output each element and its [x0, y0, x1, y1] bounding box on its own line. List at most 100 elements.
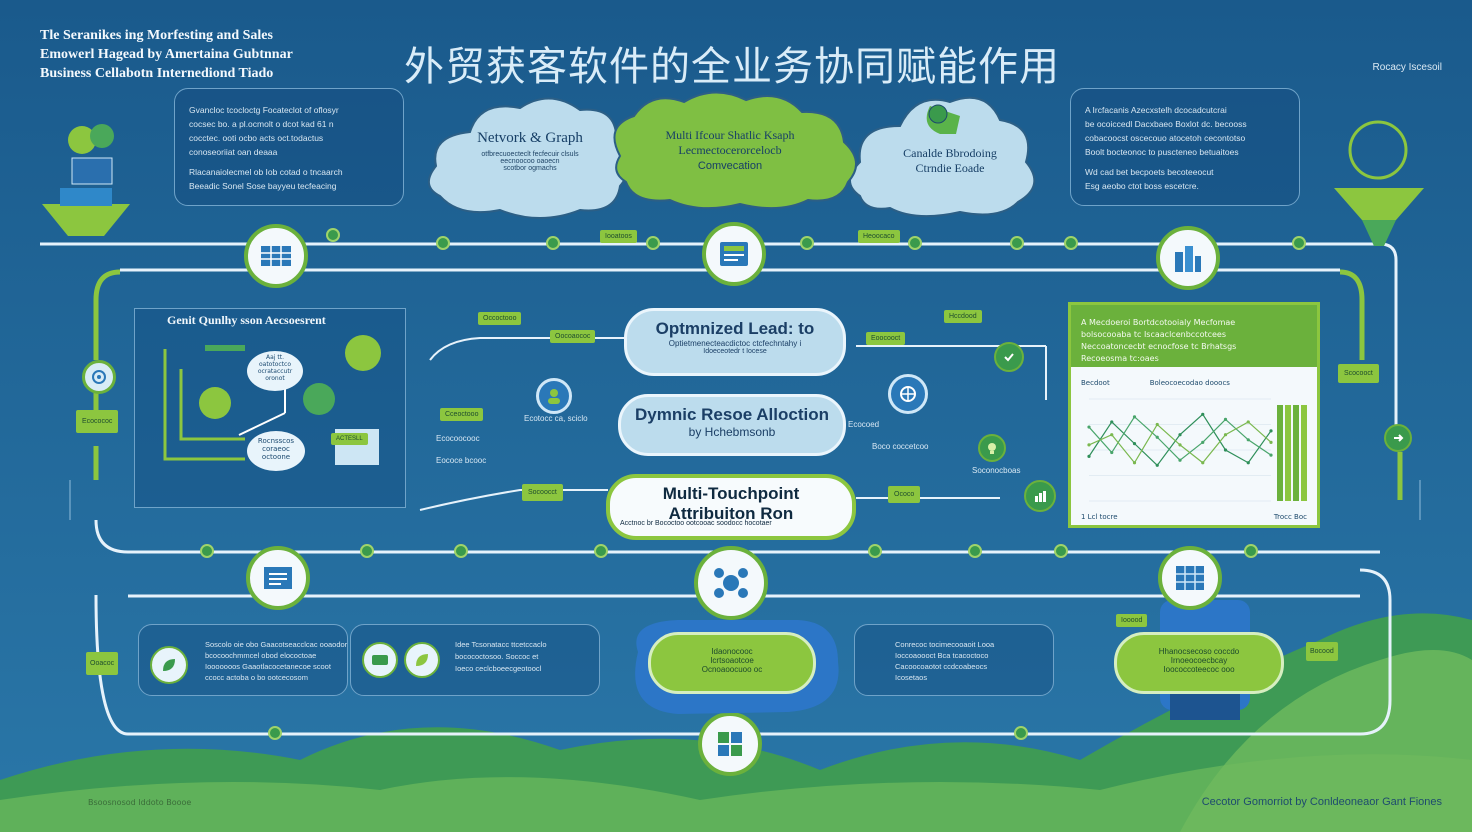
leaf-icon — [416, 654, 428, 666]
chart-side-bar — [1301, 405, 1307, 501]
side-label: Ecocoocooc — [436, 434, 480, 443]
flow-tag: Ococo — [888, 486, 921, 503]
node-small-green[interactable] — [978, 434, 1006, 462]
connector-dot — [800, 236, 814, 250]
side-label: Ecocoed — [848, 420, 880, 429]
cloud-right-title: Canalde Bbrodoing — [903, 146, 997, 160]
cloud-middle-title: Lecmectocerorcelocb — [678, 143, 782, 157]
panel-line: cocctec. ooti ocbo acts oct.todactus — [189, 133, 324, 143]
pill-sub: by Hchebmsonb — [688, 425, 776, 439]
flow-tag: Iooood — [1116, 614, 1148, 627]
target-icon — [92, 370, 106, 384]
chart-point — [1269, 453, 1273, 457]
panel-line: Beeadic Sonel Sose bayyeu tecfeacing — [189, 181, 337, 191]
buildings-icon — [1175, 246, 1201, 272]
chart-point — [1132, 442, 1137, 446]
chart-point — [1178, 458, 1182, 462]
node-dashboard[interactable] — [702, 222, 766, 286]
pill-title: Optmnized Lead: to — [655, 319, 815, 338]
bubble-line: coraeoc — [262, 445, 290, 453]
node-buildings[interactable] — [1156, 226, 1220, 290]
check-icon — [1004, 353, 1014, 362]
top-left-panel: Gvancloc tcocloctg Focateclot of oflosyr… — [174, 88, 404, 206]
pill-sub: Acctnoc br Bococtoo ootcooac soodocc hoc… — [620, 520, 772, 527]
flow-tag: Oocoaococ — [550, 330, 596, 343]
node-bottom[interactable] — [698, 712, 762, 776]
connector-dot — [546, 236, 560, 250]
node-left-side[interactable] — [82, 360, 116, 394]
chart-title-row: Becdoot Boleocoecodao dooocs — [1081, 379, 1230, 387]
node-report[interactable] — [246, 546, 310, 610]
chart-point — [1132, 415, 1137, 419]
flow-tag: Cceoctooo — [440, 408, 484, 421]
connector-dot — [1244, 544, 1258, 558]
chart-footer-right: Trocc Boc — [1273, 513, 1307, 521]
panel-line: bocococtosoo. Soccoc et — [455, 652, 539, 661]
panel-line: Idee Tcsonatacc ttcetccaclo — [455, 640, 547, 649]
pill-line: Hhanocsecoso coccdo — [1158, 647, 1240, 656]
chart-point — [1223, 433, 1228, 437]
green-pill[interactable]: Idaonocooc Icrtsoaotcoe Ocnoaoocuoo oc — [648, 632, 816, 694]
cloud-right: Canalde Bbrodoing Ctrndie Eoade — [870, 146, 1030, 176]
node-center-icon[interactable] — [536, 378, 572, 414]
side-label: Boco coccetcoo — [872, 442, 929, 451]
bubble-line: oronot — [265, 375, 285, 382]
panel-line: Esg aeobo ctot boss escetcre. — [1085, 181, 1199, 191]
panel-line: Iooooooos Gaaotlacocetanecoe scoot — [205, 662, 331, 671]
bottom-left-panel: Soscolo oie obo Gaacotseacclcac ooaodor … — [138, 624, 348, 696]
connector-dot — [968, 544, 982, 558]
chart-point — [1110, 420, 1114, 424]
chart-point — [1223, 448, 1228, 452]
pill-dynamic-resource[interactable]: Dymnic Resoe Alloction by Hchebmsonb — [618, 394, 846, 456]
cloud-left-sub: otfbrecuoecteclt fecfecuir clsuls — [481, 151, 579, 158]
node-grid[interactable] — [1158, 546, 1222, 610]
leaf-icon — [163, 659, 175, 671]
pill-title: Attribuiton Ron — [668, 504, 794, 523]
node-small-green[interactable] — [1024, 480, 1056, 512]
subtitle-line: Business Cellabotn Internediond Tiado — [40, 66, 274, 81]
green-pill-right[interactable]: Hhanocsecoso coccdo Irnoeocoecbcay Iooco… — [1114, 632, 1284, 694]
side-tag: Ooacoc — [86, 652, 119, 675]
ticket-icon — [372, 655, 388, 665]
subtitle-line: Tle Seranikes ing Morfesting and Sales — [40, 28, 273, 43]
node-bottom-mid[interactable] — [404, 642, 440, 678]
arrow-icon — [1394, 434, 1404, 442]
side-label: Ecotocc ca, sciclo — [524, 414, 588, 423]
chart-side-bar — [1285, 405, 1291, 501]
panel-line: cocsec bo. a pl.ocmolt o dcot kad 61 n — [189, 119, 334, 129]
node-right-center[interactable] — [888, 374, 928, 414]
pill-multi-touchpoint[interactable]: Multi-Touchpoint Attribuiton Ron — [606, 474, 856, 540]
node-right-side[interactable] — [1384, 424, 1412, 452]
panel-line: Cacoocoaotot ccdcoabeocs — [895, 662, 988, 671]
side-tag: Scocooct — [1338, 364, 1379, 383]
cloud-left-sub: eecnoocoo oaoecn — [500, 158, 560, 165]
panel-line: Conrecoc tocimecooaoit Looa — [895, 640, 995, 649]
pill-line: Idaonocooc — [711, 647, 753, 656]
node-bottom-mid[interactable] — [362, 642, 398, 678]
assessment-panel: Genit Qunlhy sson Aecsoesrent Aaj tt. oa… — [134, 308, 406, 508]
pill-optimized-lead[interactable]: Optmnized Lead: to Optietmenecteacdictoc… — [624, 308, 846, 376]
panel-line: be ocoiccedl Dacxbaeo Boxlot dc. becooss — [1085, 119, 1247, 129]
pill-line: Irnoeocoecbcay — [1170, 656, 1228, 665]
bubble-line: octoone — [261, 453, 291, 461]
chart-panel-text: Recoeosma tc:oaes — [1081, 354, 1159, 363]
connector-dot — [454, 544, 468, 558]
chart-panel-text: A Mecdoeroi Bortdcotooialy Mecfomae — [1081, 318, 1236, 327]
node-small-green[interactable] — [994, 342, 1024, 372]
pill-sub: Idoeceotedr t Iocese — [703, 348, 767, 355]
grid-icon — [1176, 566, 1204, 590]
panel-line: conoseoriiat oan deaaa — [189, 147, 278, 157]
bottom-right-caption: Cecotor Gomorriot by Conldeoneaor Gant F… — [1201, 796, 1442, 808]
node-bottom-left[interactable] — [150, 646, 188, 684]
chart-point — [1110, 433, 1114, 437]
network-icon — [714, 568, 748, 598]
connector-dot — [436, 236, 450, 250]
flow-tag: Iooatoos — [600, 230, 637, 243]
node-data-table[interactable] — [244, 224, 308, 288]
connector-dot — [868, 544, 882, 558]
dashboard-icon — [720, 242, 748, 266]
panel-line: bcocoochmmcel obod elococtoae — [205, 651, 317, 660]
chart-footer-left: 1 Lcl tocre — [1081, 513, 1118, 521]
node-hub[interactable] — [694, 546, 768, 620]
top-right-label: Rocacy Iscesoil — [1372, 62, 1442, 73]
